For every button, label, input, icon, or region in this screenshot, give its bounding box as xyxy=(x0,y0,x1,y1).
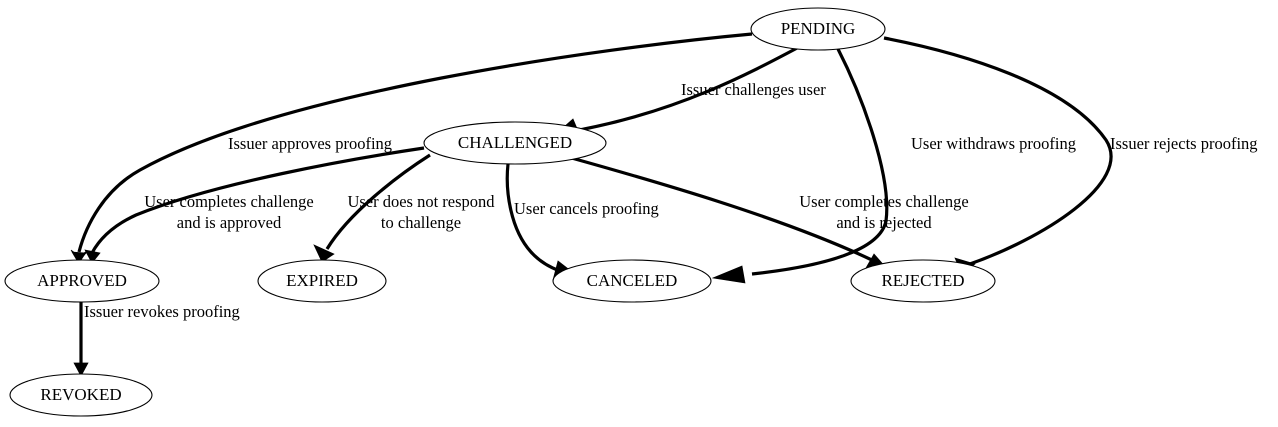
edge-pending-challenged[interactable]: Issuer challenges user xyxy=(555,45,826,139)
edge-path-challenged-expired xyxy=(325,153,431,250)
node-ellipse-pending xyxy=(750,7,886,51)
edge-challenged-rejected[interactable]: User completes challenge and is rejected xyxy=(567,155,969,271)
node-rejected[interactable]: REJECTED xyxy=(850,259,996,303)
edge-path-pending-approved xyxy=(77,32,753,253)
edge-path-challenged-canceled xyxy=(505,163,561,273)
edge-label-challenged-rejected-line1: User completes challenge xyxy=(799,192,969,211)
edge-path-challenged-approved xyxy=(90,146,425,254)
edge-label-challenged-rejected-line2: and is rejected xyxy=(836,213,932,232)
node-expired[interactable]: EXPIRED xyxy=(257,259,387,303)
edge-challenged-expired[interactable]: User does not respond to challenge xyxy=(313,153,495,263)
node-canceled[interactable]: CANCELED xyxy=(552,259,712,303)
node-ellipse-revoked xyxy=(9,373,153,417)
edge-path-challenged-rejected xyxy=(567,155,875,263)
edge-pending-canceled[interactable]: User withdraws proofing xyxy=(711,48,1076,284)
edge-label-approved-revoked: Issuer revokes proofing xyxy=(84,302,240,321)
node-pending[interactable]: PENDING xyxy=(750,7,886,51)
node-label-approved: APPROVED xyxy=(37,271,127,290)
node-challenged[interactable]: CHALLENGED xyxy=(423,121,607,165)
edge-path-pending-challenged xyxy=(578,45,800,132)
node-label-expired: EXPIRED xyxy=(286,271,358,290)
node-ellipse-canceled xyxy=(552,259,712,303)
arrowhead-approved-revoked xyxy=(73,362,89,377)
node-ellipse-challenged xyxy=(423,121,607,165)
edge-path-pending-rejected xyxy=(883,36,1113,267)
edge-label-pending-approved: Issuer approves proofing xyxy=(228,134,392,153)
edge-label-pending-canceled: User withdraws proofing xyxy=(911,134,1076,153)
edge-label-challenged-approved-line2: and is approved xyxy=(177,213,282,232)
edge-approved-revoked[interactable]: Issuer revokes proofing xyxy=(73,302,240,377)
arrowhead-challenged-expired xyxy=(313,244,335,263)
edge-label-challenged-expired-line2: to challenge xyxy=(381,213,461,232)
edge-label-challenged-expired-line1: User does not respond xyxy=(347,192,495,211)
edge-label-pending-challenged: Issuer challenges user xyxy=(681,80,826,99)
node-approved[interactable]: APPROVED xyxy=(4,259,160,303)
node-label-challenged: CHALLENGED xyxy=(458,133,572,152)
arrowhead-challenged-approved xyxy=(84,249,101,264)
node-label-rejected: REJECTED xyxy=(881,271,964,290)
node-label-pending: PENDING xyxy=(781,19,856,38)
node-label-revoked: REVOKED xyxy=(40,385,121,404)
edge-pending-rejected[interactable]: Issuer rejects proofing xyxy=(883,36,1258,275)
edge-label-challenged-canceled: User cancels proofing xyxy=(514,199,659,218)
edge-label-challenged-approved-line1: User completes challenge xyxy=(144,192,314,211)
node-label-canceled: CANCELED xyxy=(587,271,678,290)
node-ellipse-approved xyxy=(4,259,160,303)
edge-path-pending-canceled xyxy=(751,48,889,276)
node-ellipse-rejected xyxy=(850,259,996,303)
edge-challenged-approved[interactable]: User completes challenge and is approved xyxy=(84,146,425,264)
node-revoked[interactable]: REVOKED xyxy=(9,373,153,417)
node-ellipse-expired xyxy=(257,259,387,303)
edge-label-pending-rejected: Issuer rejects proofing xyxy=(1110,134,1258,153)
edge-pending-approved[interactable]: Issuer approves proofing xyxy=(70,32,753,264)
arrowhead-pending-canceled xyxy=(711,265,746,284)
